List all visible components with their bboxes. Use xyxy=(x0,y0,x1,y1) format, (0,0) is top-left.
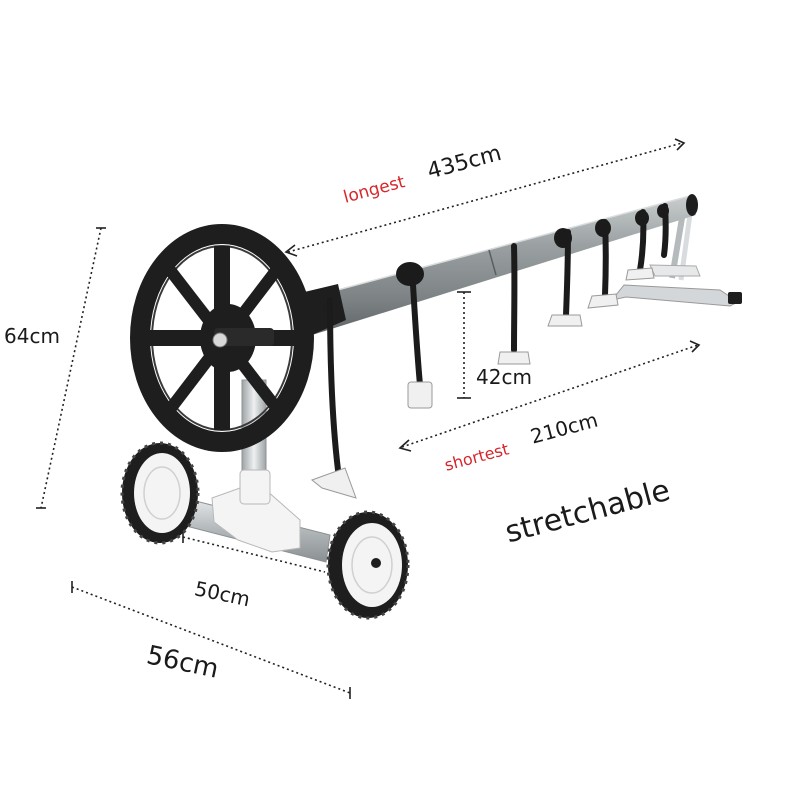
height-dimension-line xyxy=(40,227,102,509)
cover-straps xyxy=(327,203,669,473)
hand-wheel xyxy=(130,224,314,452)
bracket-height-value: 42cm xyxy=(476,365,532,389)
shortest-dimension-line xyxy=(401,344,699,448)
left-wheel xyxy=(120,441,200,545)
longest-dimension-line xyxy=(287,142,683,253)
axle-assembly xyxy=(154,469,331,563)
strap-bands xyxy=(396,204,669,286)
cover-clips xyxy=(310,267,655,499)
axle-width-dimension-line xyxy=(182,536,326,573)
dimension-arrowheads xyxy=(36,138,701,699)
height-value: 64cm xyxy=(4,324,60,348)
right-support-stand xyxy=(610,211,742,307)
dimension-lines xyxy=(40,142,699,694)
right-wheel xyxy=(326,510,410,620)
